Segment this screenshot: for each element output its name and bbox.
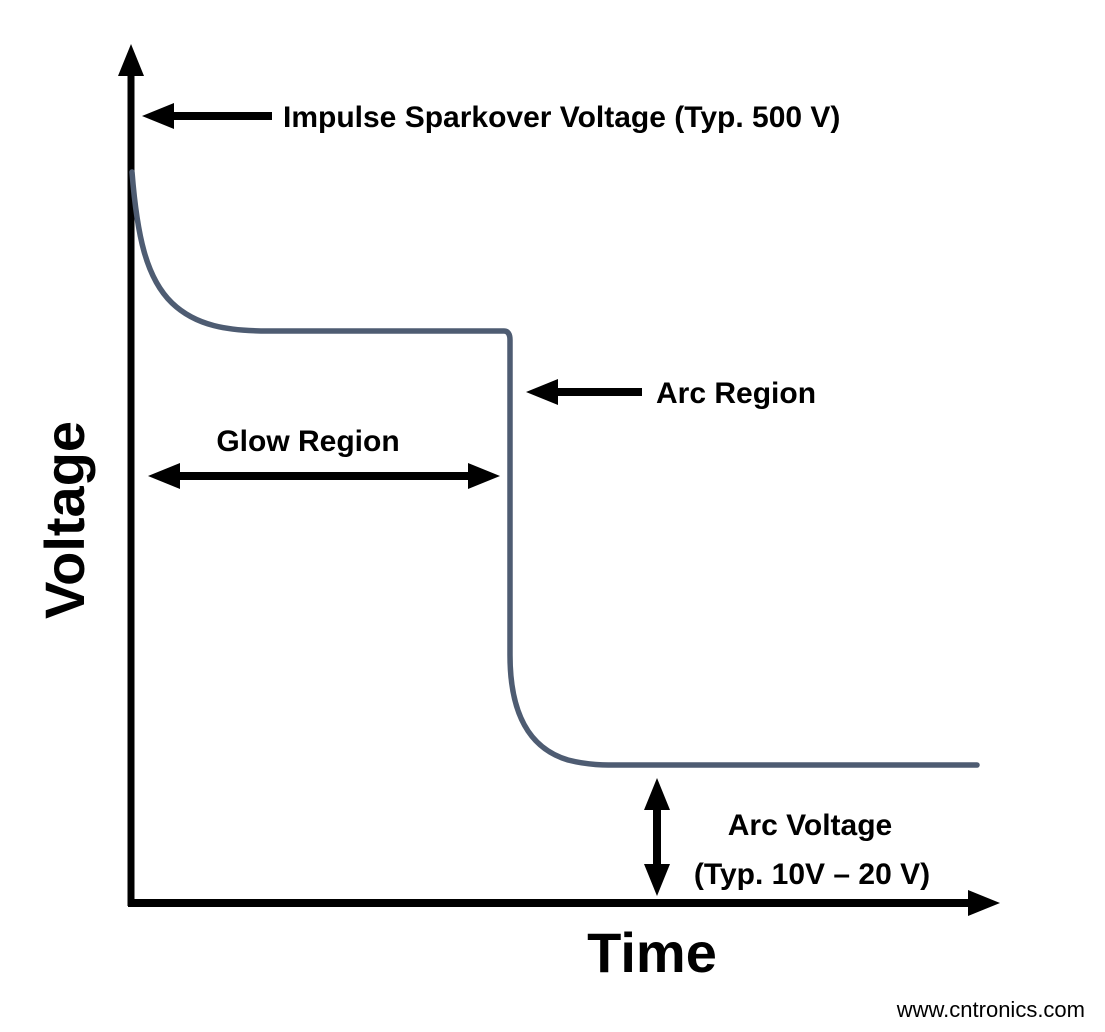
x-axis-label: Time [587, 921, 717, 984]
y-axis-label: Voltage [33, 421, 96, 619]
impulse-label: Impulse Sparkover Voltage (Typ. 500 V) [283, 101, 840, 134]
arc-region-annotation: Arc Region [526, 377, 816, 410]
x-axis-arrowhead-icon [968, 890, 1000, 916]
voltage-curve [129, 169, 980, 768]
arc-region-arrowhead-icon [526, 379, 558, 405]
arc-region-label: Arc Region [656, 377, 816, 410]
arc-voltage-arrowhead-bottom-icon [644, 864, 670, 896]
glow-region-annotation: Glow Region [148, 425, 500, 489]
arc-voltage-arrowhead-top-icon [644, 778, 670, 810]
arc-voltage-annotation: Arc Voltage (Typ. 10V – 20 V) [644, 778, 930, 896]
glow-arrowhead-left-icon [148, 463, 180, 489]
watermark: www.cntronics.com [896, 997, 1085, 1022]
arc-voltage-label-line1: Arc Voltage [728, 809, 893, 842]
glow-region-label: Glow Region [216, 425, 399, 458]
arc-voltage-label-line2: (Typ. 10V – 20 V) [694, 858, 930, 891]
y-axis-arrowhead-icon [118, 44, 144, 76]
axes [118, 44, 1000, 916]
impulse-arrowhead-icon [142, 103, 174, 129]
glow-arrowhead-right-icon [468, 463, 500, 489]
impulse-annotation: Impulse Sparkover Voltage (Typ. 500 V) [142, 101, 840, 134]
